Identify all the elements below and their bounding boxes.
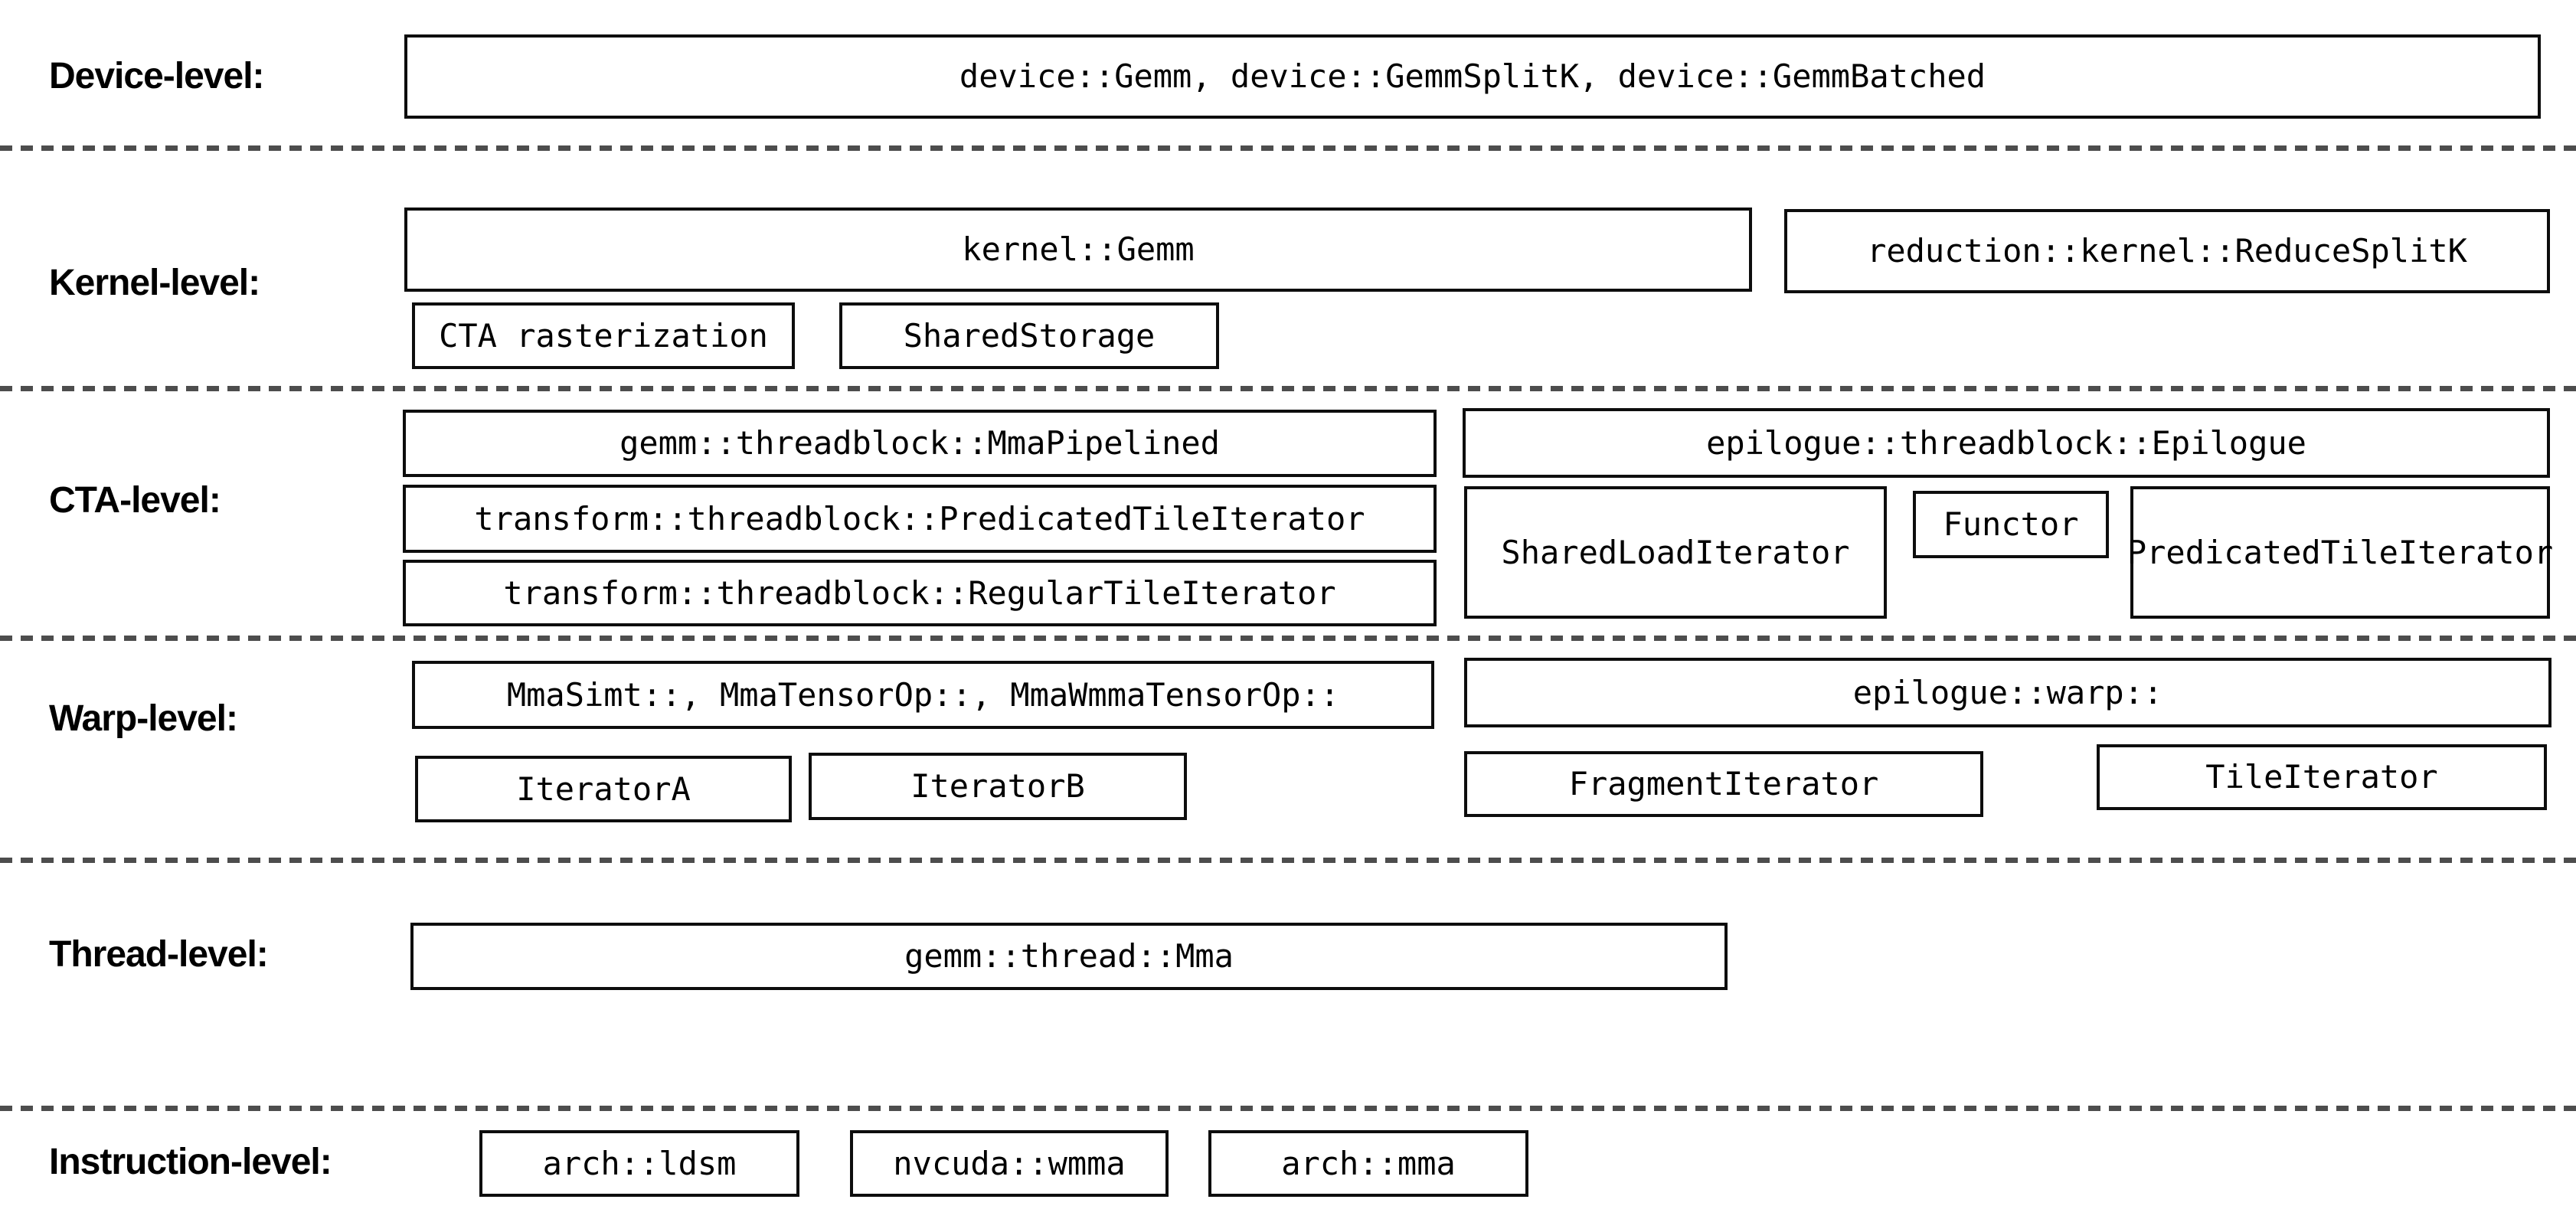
level-label-warp: Warp-level: [49, 698, 238, 739]
level-separator [0, 145, 2576, 151]
box-nvcuda-wmma: nvcuda::wmma [850, 1130, 1169, 1197]
box-transform-threadblock-regulartileiterator: transform::threadblock::RegularTileItera… [403, 560, 1437, 626]
box-device-gemm-list: device::Gemm, device::GemmSplitK, device… [404, 34, 2541, 119]
box-sharedloaditerator: SharedLoadIterator [1464, 486, 1887, 619]
box-arch-mma: arch::mma [1208, 1130, 1528, 1197]
box-transform-threadblock-predicatedtileiterator: transform::threadblock::PredicatedTileIt… [403, 485, 1437, 553]
box-reduction-kernel-reducesplitk: reduction::kernel::ReduceSplitK [1784, 209, 2550, 293]
box-predicatedtileiterator: PredicatedTileIterator [2127, 486, 2553, 619]
box-gemm-threadblock-mmapipelined: gemm::threadblock::MmaPipelined [403, 410, 1437, 477]
box-arch-ldsm: arch::ldsm [479, 1130, 799, 1197]
level-separator [0, 858, 2576, 863]
box-kernel-gemm: kernel::Gemm [404, 208, 1752, 292]
box-gemm-thread-mma: gemm::thread::Mma [410, 923, 1728, 990]
level-separator [0, 386, 2576, 391]
box-epilogue-threadblock-epilogue: epilogue::threadblock::Epilogue [1463, 408, 2550, 478]
box-tileiterator: TileIterator [2097, 744, 2547, 810]
level-separator [0, 1106, 2576, 1111]
level-label-instruction: Instruction-level: [49, 1142, 332, 1182]
box-sharedstorage: SharedStorage [839, 302, 1219, 369]
level-label-cta: CTA-level: [49, 480, 221, 521]
level-separator [0, 636, 2576, 641]
box-warp-mma-variants: MmaSimt::, MmaTensorOp::, MmaWmmaTensorO… [412, 661, 1434, 729]
level-label-kernel: Kernel-level: [49, 263, 260, 303]
box-epilogue-warp: epilogue::warp:: [1464, 658, 2551, 727]
box-fragmentiterator: FragmentIterator [1464, 751, 1983, 817]
level-label-device: Device-level: [49, 56, 265, 96]
box-cta-rasterization: CTA rasterization [412, 302, 795, 369]
level-label-thread: Thread-level: [49, 934, 269, 975]
box-iteratora: IteratorA [415, 756, 792, 822]
box-functor: Functor [1913, 491, 2109, 558]
box-iteratorb: IteratorB [809, 753, 1187, 820]
